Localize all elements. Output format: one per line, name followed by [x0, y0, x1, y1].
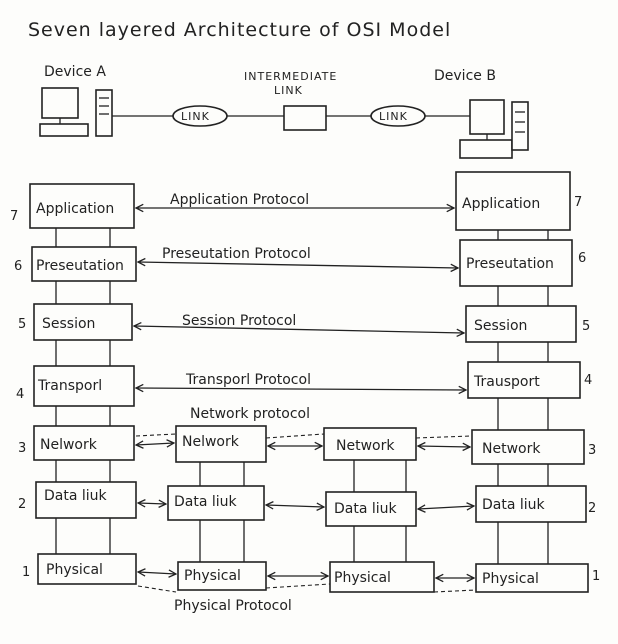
- device-a-physical-label: Physical: [46, 562, 103, 578]
- router-1-network-label: Nelwork: [182, 434, 240, 450]
- device-a-application-label: Application: [36, 201, 114, 217]
- device-a-network-box: [33, 425, 135, 461]
- device-b-transport-box: [467, 361, 581, 399]
- device-a-application-box: [29, 183, 135, 229]
- device-a-datalink-label: Data liuk: [44, 488, 108, 504]
- device-a-physical-box: [37, 553, 137, 585]
- application-protocol-label: Application Protocol: [170, 192, 309, 208]
- device-b-session-box: [465, 305, 577, 343]
- device-b-presentation-box: [459, 239, 573, 287]
- router-2-datalink-label: Data liuk: [334, 501, 398, 517]
- presentation-protocol-label: Preseutation Protocol: [162, 246, 311, 262]
- layer-2-num-b: 2: [588, 501, 596, 516]
- transport-protocol-label: Transporl Protocol: [185, 372, 311, 388]
- device-b-presentation-label: Preseutation: [466, 256, 554, 272]
- device-b-computer-icon: [459, 99, 529, 159]
- session-protocol-arrow: [134, 326, 464, 333]
- device-a-presentation-label: Preseutation: [36, 258, 124, 274]
- layer-5-num-a: 5: [18, 317, 26, 332]
- device-a-network-label: Nelwork: [40, 437, 98, 453]
- device-b-network-box: [471, 429, 585, 465]
- layer-7-num-b: 7: [574, 195, 582, 210]
- datalink-arrow-3: [418, 506, 474, 509]
- router-1-datalink-label: Data liuk: [174, 494, 238, 510]
- transport-protocol-arrow: [136, 388, 466, 390]
- layer-3-num-b: 3: [588, 443, 596, 458]
- layer-3-num-a: 3: [18, 441, 26, 456]
- device-b-application-box: [455, 171, 571, 231]
- network-protocol-dashed: [135, 433, 473, 439]
- router-1-physical-box: [177, 561, 267, 591]
- network-arrow-3: [418, 446, 470, 447]
- router-1-network-box: [175, 425, 267, 463]
- presentation-protocol-arrow: [138, 262, 458, 268]
- datalink-arrow-1: [138, 503, 166, 504]
- router-2-datalink-box: [325, 491, 417, 527]
- device-b-physical-box: [475, 563, 589, 593]
- router-1-physical-label: Physical: [184, 568, 241, 584]
- device-a-session-box: [33, 303, 133, 341]
- device-a-session-label: Session: [42, 316, 95, 332]
- link-2-label: LINK: [379, 110, 408, 123]
- datalink-arrow-2: [266, 505, 324, 507]
- device-b-application-label: Application: [462, 196, 540, 212]
- physical-protocol-label: Physical Protocol: [174, 598, 292, 614]
- device-a-presentation-box: [31, 246, 137, 282]
- device-b-physical-label: Physical: [482, 571, 539, 587]
- physical-protocol-dashed: [137, 583, 477, 593]
- layer-2-num-a: 2: [18, 497, 26, 512]
- device-b-transport-label: Trausport: [473, 374, 540, 390]
- device-a-transport-box: [33, 365, 135, 407]
- device-a-transport-label: Transporl: [37, 378, 102, 394]
- layer-1-num-b: 1: [592, 569, 600, 584]
- intermediate-label-line2: LINK: [274, 84, 303, 97]
- device-a-computer-icon: [39, 87, 113, 137]
- device-b-datalink-label: Data liuk: [482, 497, 546, 513]
- router-2-physical-label: Physical: [334, 570, 391, 586]
- layer-5-num-b: 5: [582, 319, 590, 334]
- layer-6-num-b: 6: [578, 251, 586, 266]
- intermediate-node: [283, 105, 327, 131]
- layer-1-num-a: 1: [22, 565, 30, 580]
- device-b-network-label: Network: [482, 441, 541, 457]
- router-2-physical-box: [329, 561, 435, 593]
- router-2-network-box: [323, 427, 417, 461]
- intermediate-label-line1: INTERMEDIATE: [244, 70, 337, 83]
- router-1-datalink-box: [167, 485, 265, 521]
- device-a-label: Device A: [44, 64, 106, 80]
- network-protocol-label: Network protocol: [190, 406, 310, 422]
- session-protocol-label: Session Protocol: [182, 313, 296, 329]
- device-b-datalink-box: [475, 485, 587, 523]
- layer-7-num-a: 7: [10, 209, 18, 224]
- diagram-title: Seven layered Architecture of OSI Model: [28, 19, 451, 41]
- device-a-datalink-box: [35, 481, 137, 519]
- layer-4-num-a: 4: [16, 387, 24, 402]
- link-1-label: LINK: [181, 110, 210, 123]
- device-b-session-label: Session: [474, 318, 527, 334]
- device-b-label: Device B: [434, 68, 496, 84]
- layer-6-num-a: 6: [14, 259, 22, 274]
- physical-arrow-1: [138, 572, 176, 574]
- layer-4-num-b: 4: [584, 373, 592, 388]
- router-2-network-label: Network: [336, 438, 395, 454]
- network-arrow-1: [136, 443, 174, 445]
